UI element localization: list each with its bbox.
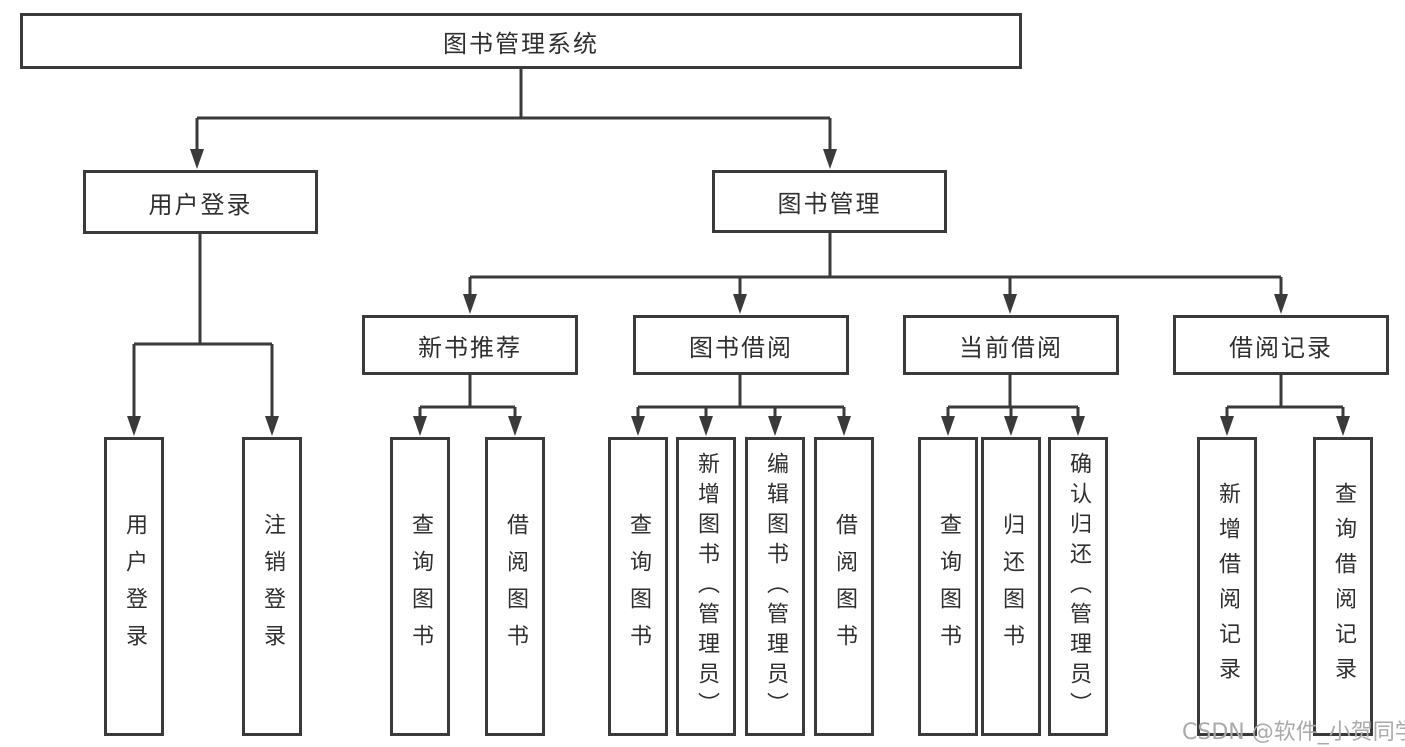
leaf-borrow-books-borrow-label: 借阅图书 [832, 512, 857, 661]
leaf-return-books-label: 归还图书 [999, 512, 1024, 661]
leaf-confirm-return-admin-label: 确认归还（管理员） [1066, 451, 1091, 722]
node-root: 图书管理系统 [20, 13, 1022, 69]
leaf-query-books-current-label: 查询图书 [936, 512, 961, 661]
leaf-add-borrow-record-label: 新增借阅记录 [1215, 481, 1240, 692]
leaf-query-books-newbooks-label: 查询图书 [408, 512, 433, 661]
leaf-user-login-label: 用户登录 [122, 512, 147, 661]
leaf-user-login: 用户登录 [104, 437, 164, 736]
node-user-login-label: 用户登录 [148, 190, 253, 219]
node-user-login: 用户登录 [83, 170, 318, 234]
leaf-add-book-admin: 新增图书（管理员） [676, 437, 736, 736]
node-borrow-records: 借阅记录 [1173, 315, 1389, 375]
node-book-mgmt: 图书管理 [712, 170, 947, 233]
arrowheads [127, 149, 1350, 436]
leaf-edit-book-admin-label: 编辑图书（管理员） [763, 451, 788, 722]
leaf-query-books-borrow: 查询图书 [608, 437, 668, 736]
node-current-borrow-label: 当前借阅 [959, 333, 1063, 362]
node-book-borrow: 图书借阅 [633, 315, 849, 375]
leaf-query-books-newbooks: 查询图书 [390, 437, 450, 736]
node-borrow-records-label: 借阅记录 [1229, 333, 1333, 362]
leaf-logout: 注销登录 [242, 437, 302, 736]
node-new-books: 新书推荐 [362, 315, 578, 375]
csdn-watermark: CSDN @软件_小贺同学 [1182, 720, 1405, 745]
leaf-query-books-borrow-label: 查询图书 [626, 512, 651, 661]
leaf-borrow-books-borrow: 借阅图书 [814, 437, 874, 736]
leaf-borrow-books-newbooks-label: 借阅图书 [503, 512, 528, 661]
node-current-borrow: 当前借阅 [903, 315, 1119, 375]
leaf-query-borrow-record: 查询借阅记录 [1313, 437, 1373, 736]
node-book-mgmt-label: 图书管理 [777, 190, 882, 218]
node-root-label: 图书管理系统 [443, 29, 599, 58]
leaf-query-borrow-record-label: 查询借阅记录 [1331, 481, 1356, 692]
leaf-add-borrow-record: 新增借阅记录 [1197, 437, 1257, 736]
leaf-borrow-books-newbooks: 借阅图书 [485, 437, 545, 736]
node-new-books-label: 新书推荐 [418, 333, 522, 362]
leaf-logout-label: 注销登录 [260, 512, 285, 661]
leaf-return-books: 归还图书 [981, 437, 1041, 736]
leaf-add-book-admin-label: 新增图书（管理员） [694, 451, 719, 722]
connector-shafts [132, 69, 1345, 419]
node-book-borrow-label: 图书借阅 [689, 333, 793, 362]
leaf-confirm-return-admin: 确认归还（管理员） [1048, 437, 1108, 736]
leaf-query-books-current: 查询图书 [918, 437, 978, 736]
leaf-edit-book-admin: 编辑图书（管理员） [745, 437, 805, 736]
